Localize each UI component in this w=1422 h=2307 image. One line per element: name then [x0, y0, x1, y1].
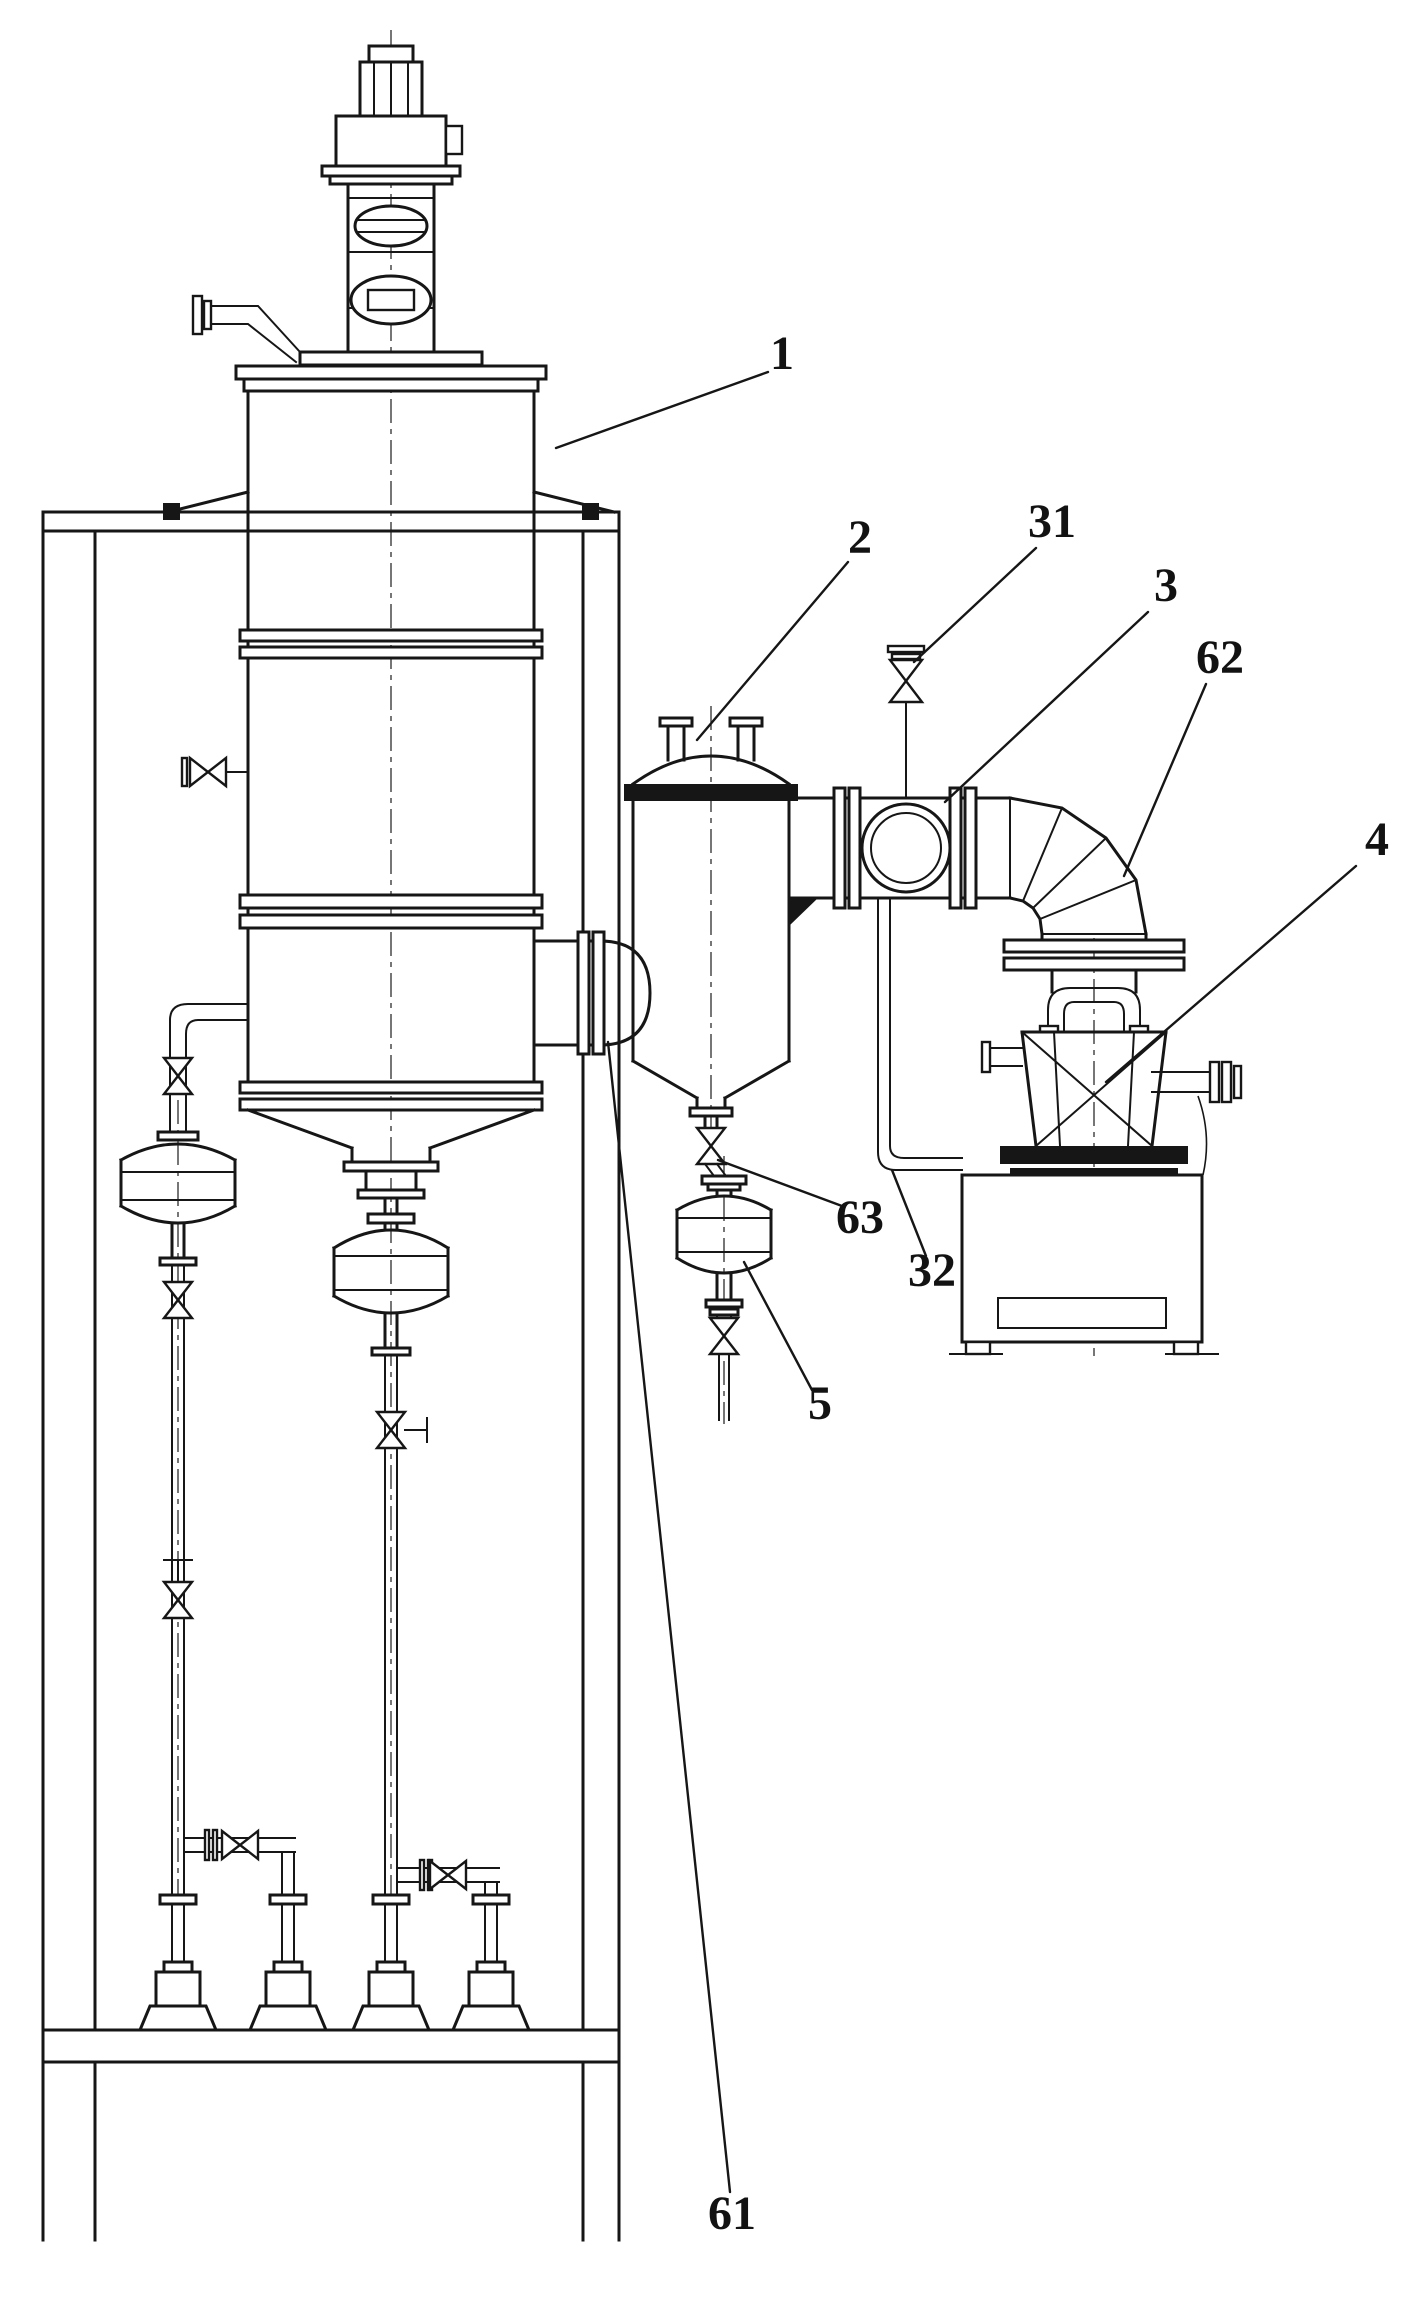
- label-3: 3: [1154, 559, 1178, 612]
- label-32: 32: [908, 1244, 956, 1297]
- receiver-vessel-a: [118, 1003, 249, 1267]
- leader-line-61: [606, 1040, 732, 2194]
- leader-line-31: [912, 546, 1038, 664]
- leader-line-4: [1104, 864, 1358, 1084]
- label-4: 4: [1365, 813, 1389, 866]
- leader-line-32: [890, 1168, 928, 1258]
- label-61: 61: [708, 2187, 756, 2240]
- drain-pipe-32: [877, 897, 963, 1171]
- label-5: 5: [808, 1377, 832, 1430]
- tank-base: [949, 1173, 1219, 1356]
- evaporator-column: [180, 364, 548, 1216]
- leader-line-63: [716, 1158, 844, 1208]
- column-side-valve: [180, 755, 249, 789]
- label-31: 31: [1028, 495, 1076, 548]
- pump-4: [450, 1893, 532, 2032]
- centerlines: [177, 30, 1095, 1900]
- receiver-vessel-b: [331, 1212, 451, 1357]
- elbow-62: [1008, 796, 1148, 942]
- leader-line-3: [943, 610, 1150, 804]
- labels: 1 2 31 3 62 4 63 32 5 61: [708, 327, 1389, 2240]
- lantern-side-pipe: [191, 294, 302, 364]
- separator-vessel-2: [624, 716, 798, 1178]
- leader-line-1: [554, 370, 770, 450]
- pump-3: [350, 1893, 432, 2032]
- motor-agitator-assembly: [191, 44, 484, 367]
- discharge-nozzle-61: [532, 930, 652, 1056]
- vessel-5: [674, 1174, 774, 1421]
- leader-line-2: [695, 560, 850, 742]
- label-2: 2: [848, 511, 872, 564]
- label-63: 63: [836, 1191, 884, 1244]
- leader-line-62: [1122, 682, 1208, 878]
- pumps: [137, 1893, 532, 2032]
- pump-2: [247, 1893, 329, 2032]
- bottom-piping: [161, 1264, 500, 1896]
- pump-1: [137, 1893, 219, 2032]
- leader-line-5: [742, 1260, 814, 1392]
- label-62: 62: [1196, 631, 1244, 684]
- sight-glass-3: [860, 802, 952, 894]
- label-1: 1: [770, 327, 794, 380]
- vapor-pipe: [787, 644, 1012, 926]
- condenser-4: [980, 938, 1243, 1176]
- leader-lines: [554, 370, 1358, 2194]
- valve-31: [886, 644, 926, 799]
